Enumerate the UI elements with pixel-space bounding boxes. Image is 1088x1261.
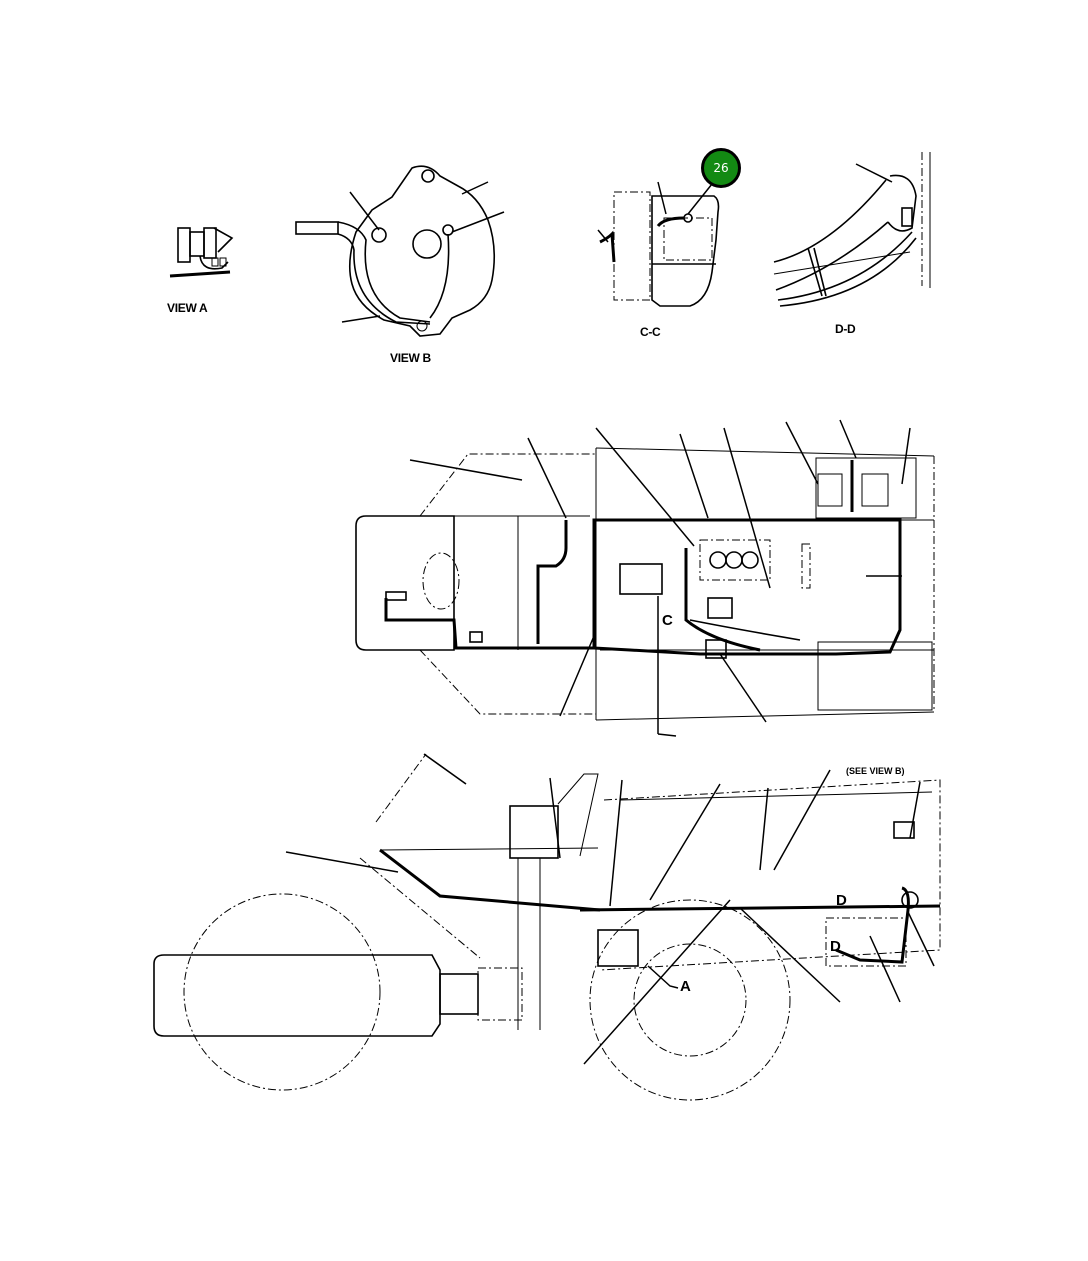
section-marker-d-lower: D — [830, 938, 841, 955]
view-a-label: VIEW A — [167, 301, 208, 315]
callout-badge-26[interactable]: 26 — [701, 148, 741, 188]
section-c-c-label: C-C — [640, 325, 661, 339]
section-d-d-label: D-D — [835, 322, 856, 336]
section-d-d-drawing — [773, 152, 931, 307]
section-c-c-drawing — [597, 181, 720, 307]
section-marker-a: A — [680, 978, 691, 995]
view-b-label: VIEW B — [390, 351, 431, 365]
top-view-drawing — [355, 419, 935, 737]
see-view-note: (SEE VIEW B) — [846, 766, 905, 776]
section-marker-c: C — [662, 612, 673, 629]
view-a-drawing — [169, 227, 234, 278]
view-b-alternator — [295, 165, 505, 337]
section-marker-d-upper: D — [836, 892, 847, 909]
side-view-drawing — [153, 753, 941, 1101]
